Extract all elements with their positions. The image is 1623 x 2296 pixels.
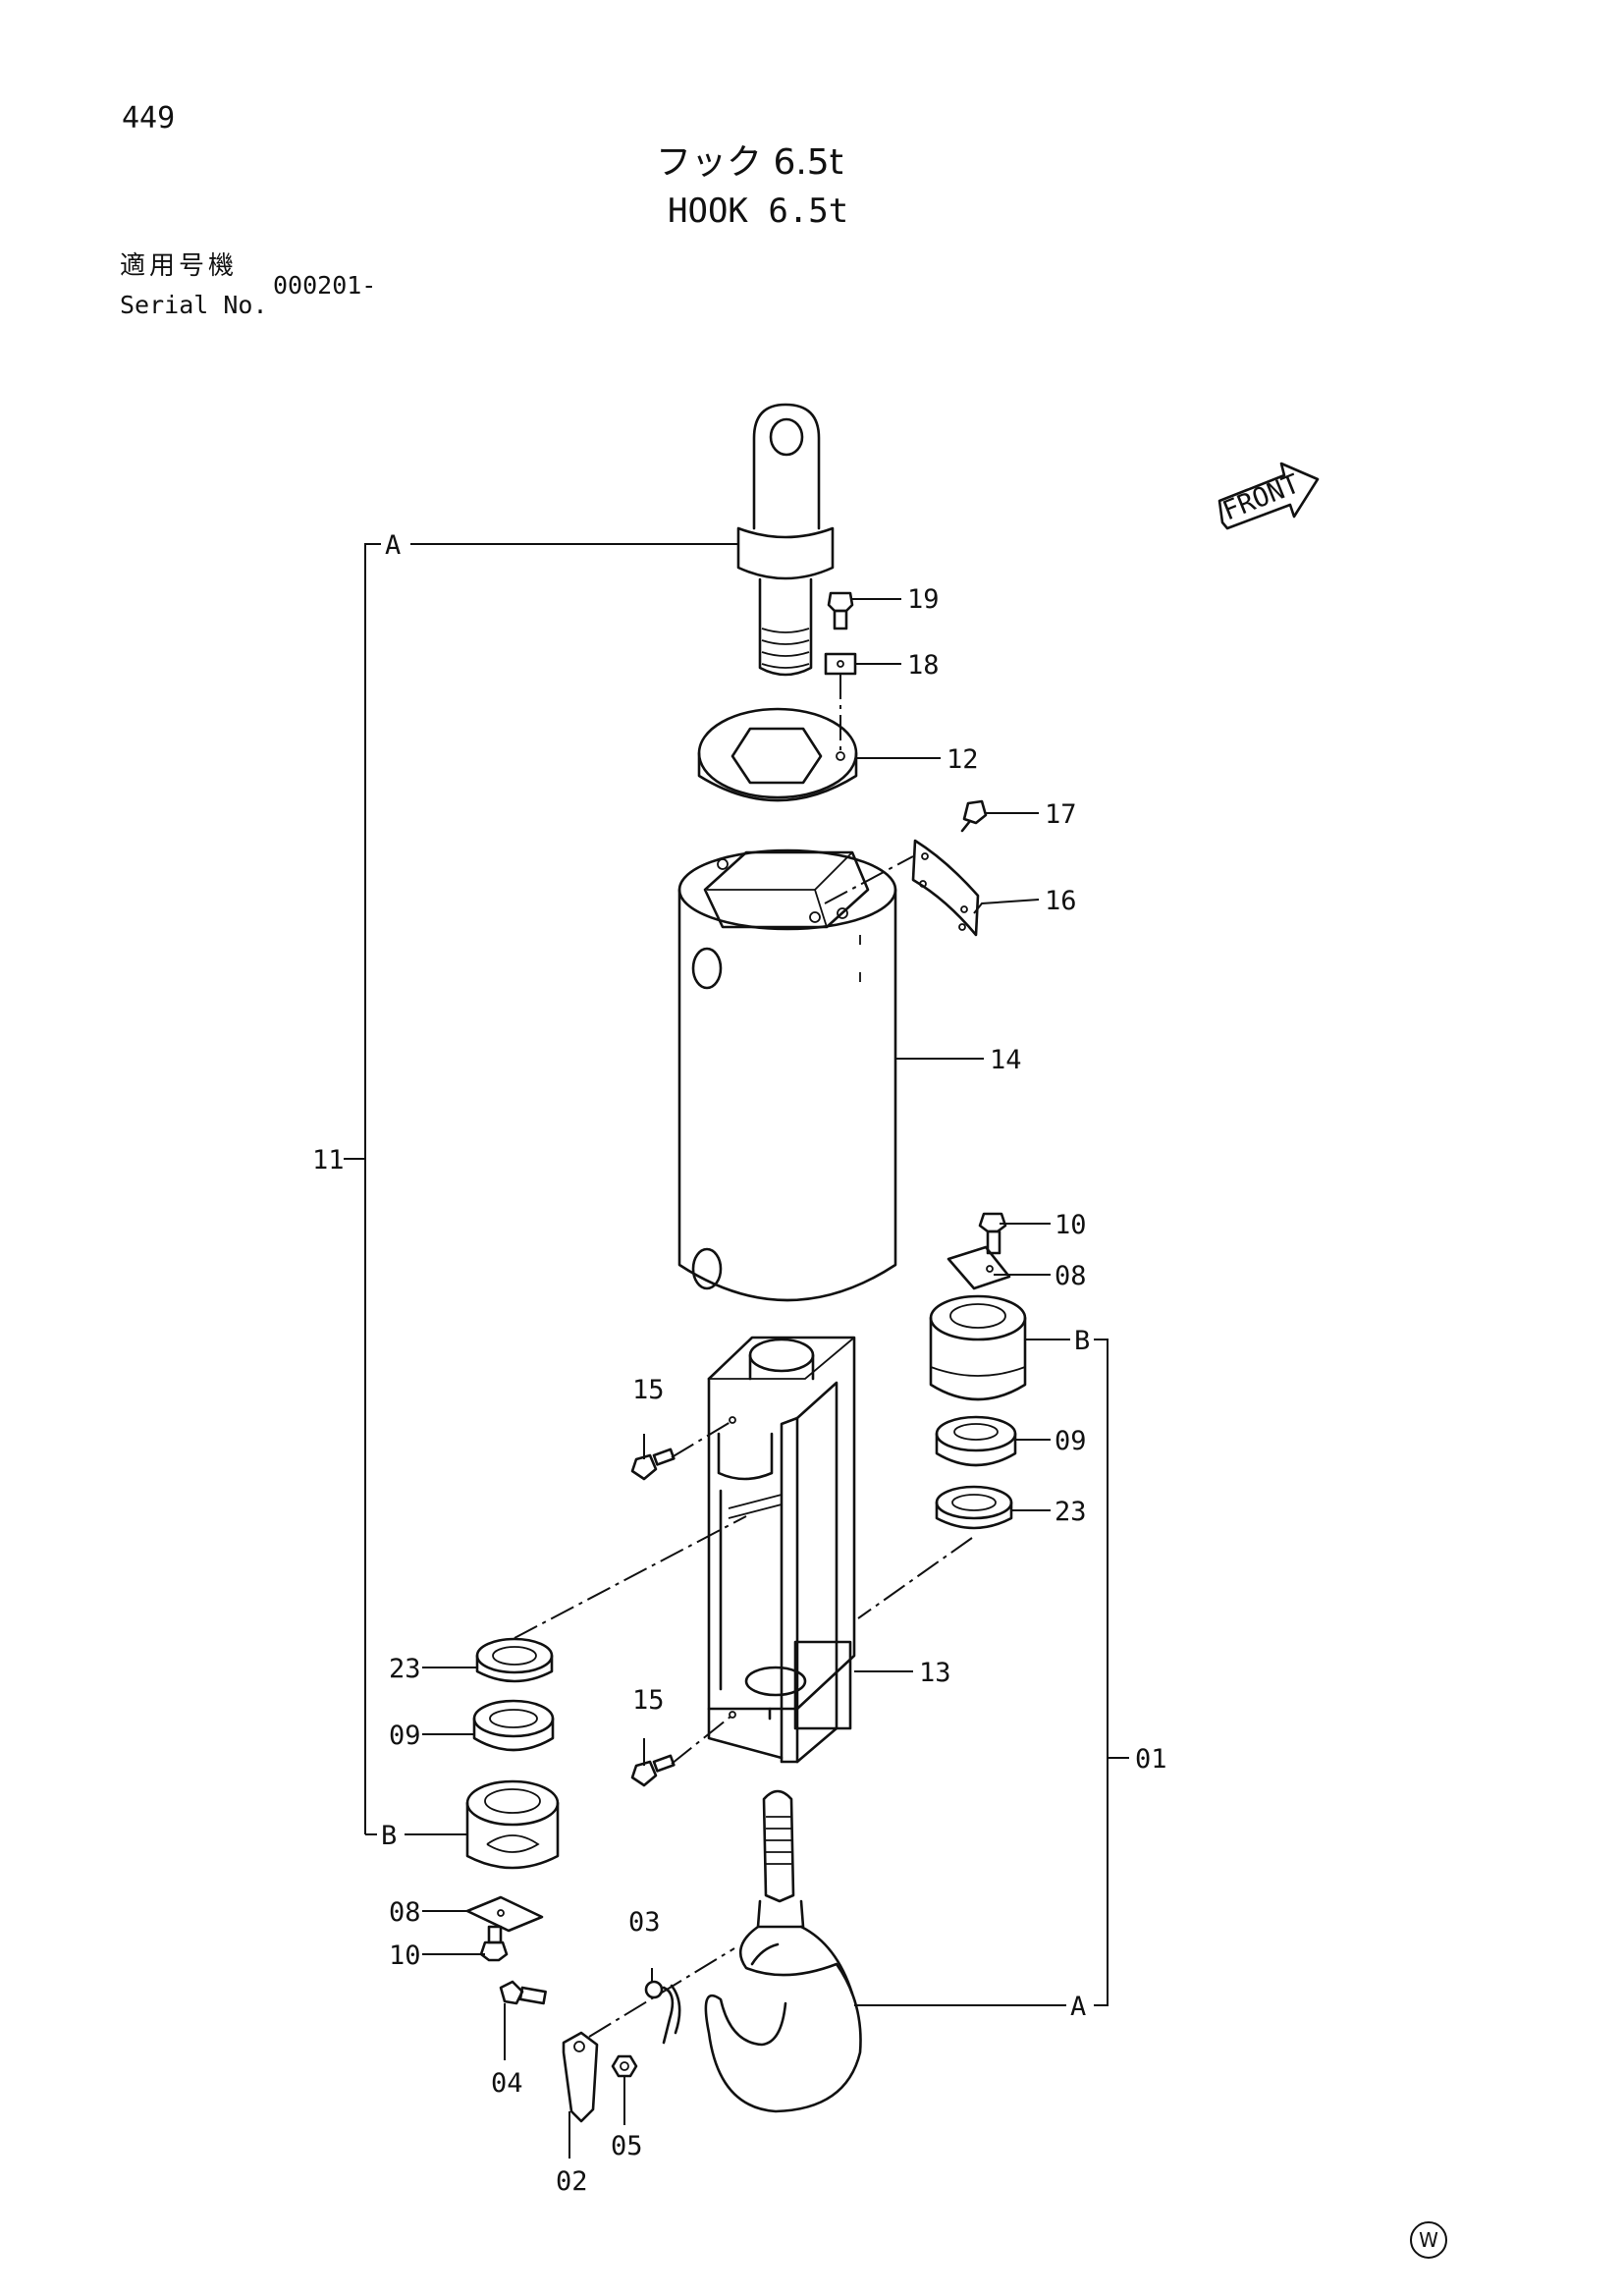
page-title-japanese: フック 6.5t — [656, 142, 843, 183]
w-circle-mark: W — [1410, 2221, 1447, 2259]
latch-02 — [562, 2031, 599, 2123]
serial-number-value: 000201- — [273, 271, 377, 300]
page-number: 449 — [122, 101, 176, 136]
bolt-15-lower — [630, 1754, 676, 1787]
callout-09-top: 09 — [1055, 1426, 1087, 1456]
thrust-bearing-09-top — [935, 1415, 1017, 1467]
serial-label-english: Serial No. — [120, 291, 268, 319]
front-label: FRONT — [1218, 468, 1304, 526]
front-arrow-icon: FRONT — [1217, 462, 1320, 530]
callout-13: 13 — [919, 1658, 951, 1688]
cylinder-14 — [677, 848, 897, 1302]
callout-14: 14 — [990, 1045, 1022, 1075]
callout-04: 04 — [491, 2068, 523, 2099]
callout-08-bottom: 08 — [389, 1897, 421, 1928]
ref-b-left: B — [381, 1821, 397, 1851]
callout-10-bottom: 10 — [389, 1941, 421, 1971]
callout-09-bottom: 09 — [389, 1721, 421, 1751]
callout-15-bottom: 15 — [632, 1685, 665, 1716]
ref-b-right: B — [1074, 1326, 1090, 1356]
callout-02: 02 — [556, 2166, 588, 2197]
callout-19: 19 — [907, 584, 940, 615]
lock-plate-08-top — [947, 1245, 1011, 1290]
nut-05 — [611, 2054, 638, 2078]
callout-23-bottom: 23 — [389, 1654, 421, 1684]
callout-12: 12 — [947, 744, 979, 775]
cover-plate-16 — [911, 839, 980, 937]
callout-15-top: 15 — [632, 1375, 665, 1405]
bolt-19 — [827, 591, 854, 630]
callout-18: 18 — [907, 650, 940, 681]
lock-plate-08-bottom — [465, 1895, 544, 1933]
callout-17: 17 — [1045, 799, 1077, 830]
callout-11: 11 — [312, 1145, 345, 1175]
bolt-10-top — [978, 1212, 1007, 1255]
leader-lines — [344, 543, 1129, 2159]
plate-12 — [697, 707, 858, 802]
washer-18 — [824, 652, 857, 676]
nut-b-right — [929, 1294, 1027, 1401]
frame-13 — [707, 1336, 856, 1764]
washer-23-top — [935, 1485, 1013, 1530]
nut-b-left — [465, 1779, 560, 1870]
upper-eye-pin — [736, 403, 835, 677]
callout-16: 16 — [1045, 886, 1077, 916]
washer-23-bottom — [475, 1637, 554, 1683]
thrust-bearing-09-bottom — [472, 1699, 555, 1752]
callout-23-top: 23 — [1055, 1497, 1087, 1527]
callout-03: 03 — [628, 1907, 661, 1938]
serial-label-japanese: 適用号機 — [120, 251, 239, 281]
callout-08-top: 08 — [1055, 1261, 1087, 1291]
hook — [704, 1789, 862, 2113]
callout-10-top: 10 — [1055, 1210, 1087, 1240]
callout-01: 01 — [1135, 1744, 1167, 1775]
callout-05: 05 — [611, 2131, 643, 2161]
ref-a-bottom: A — [1070, 1992, 1086, 2022]
bolt-04 — [499, 1980, 547, 2005]
bolt-15-upper — [630, 1448, 676, 1481]
page-title-english: HOOK 6.5t — [668, 191, 849, 231]
callout-labels: 19 18 12 17 16 14 11 10 08 B 15 09 23 23… — [312, 530, 1167, 2197]
screw-17 — [960, 799, 988, 833]
ref-a-top: A — [385, 530, 401, 561]
